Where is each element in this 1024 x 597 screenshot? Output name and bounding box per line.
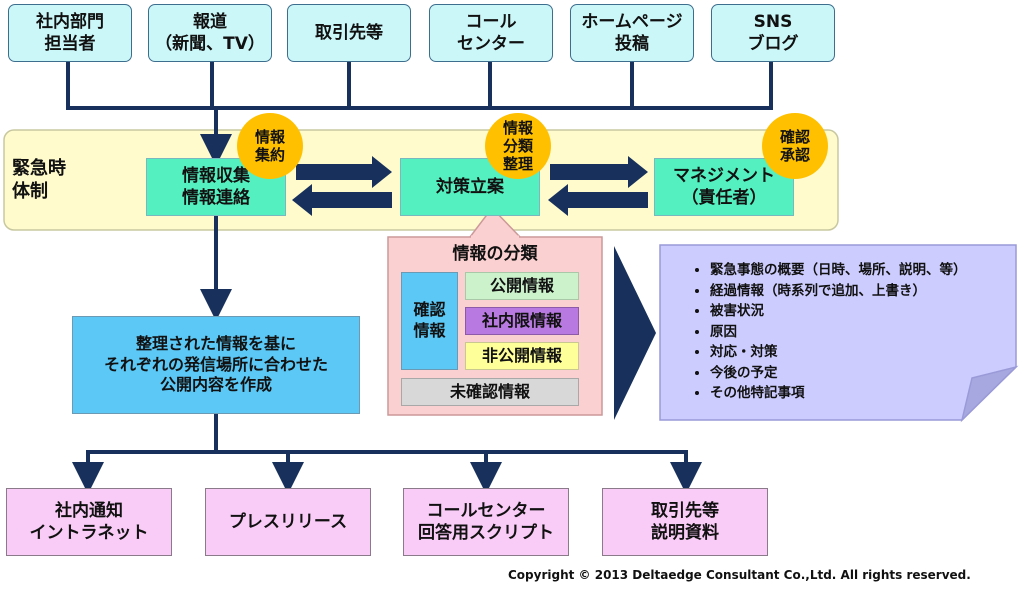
copyright-text: Copyright © 2013 Deltaedge Consultant Co…	[508, 568, 971, 582]
source-call-center: コール センター	[429, 4, 553, 62]
arrow-right-2	[550, 156, 648, 188]
output-partner-docs: 取引先等 説明資料	[602, 488, 768, 556]
arrow-right-1	[296, 156, 392, 188]
details-item: 原因	[710, 322, 1024, 343]
circle-aggregate: 情報 集約	[237, 113, 303, 179]
internal-info-box: 社内限情報	[465, 307, 579, 335]
source-partners: 取引先等	[287, 4, 411, 62]
details-item: その他特記事項	[710, 383, 1024, 404]
nonpublic-info-box: 非公開情報	[465, 342, 579, 370]
classification-title: 情報の分類	[452, 243, 538, 264]
details-item: 被害状況	[710, 301, 1024, 322]
details-item: 経過情報（時系列で追加、上書き）	[710, 281, 1024, 302]
arrow-left-2	[548, 184, 648, 216]
details-item: 緊急事態の概要（日時、場所、説明、等）	[710, 260, 1024, 281]
emergency-label: 緊急時 体制	[12, 157, 66, 202]
output-call-script: コールセンター 回答用スクリプト	[403, 488, 569, 556]
circle-classify: 情報 分類 整理	[485, 113, 551, 179]
output-press-release: プレスリリース	[205, 488, 371, 556]
arrow-left-1	[292, 184, 392, 216]
details-item: 対応・対策	[710, 342, 1024, 363]
public-info-box: 公開情報	[465, 272, 579, 300]
circle-approve: 確認 承認	[762, 113, 828, 179]
details-list: 緊急事態の概要（日時、場所、説明、等） 経過情報（時系列で追加、上書き） 被害状…	[684, 260, 1024, 404]
source-press: 報道 （新聞、TV）	[148, 4, 272, 62]
confirmed-info-box: 確認 情報	[401, 272, 458, 370]
source-website: ホームページ 投稿	[570, 4, 694, 62]
source-sns: SNS ブログ	[711, 4, 835, 62]
chevron-arrow	[614, 246, 656, 420]
unconfirmed-info-box: 未確認情報	[401, 378, 579, 406]
details-item: 今後の予定	[710, 363, 1024, 384]
compose-box: 整理された情報を基に それぞれの発信場所に合わせた 公開内容を作成	[72, 316, 360, 414]
output-intranet: 社内通知 イントラネット	[6, 488, 172, 556]
source-internal-dept: 社内部門 担当者	[8, 4, 132, 62]
